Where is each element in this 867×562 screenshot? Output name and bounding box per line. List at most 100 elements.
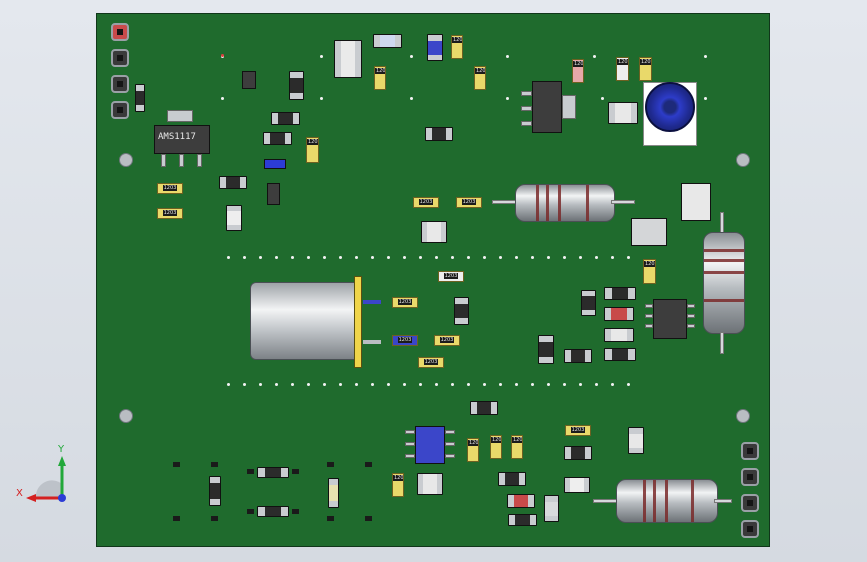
via <box>435 383 438 386</box>
resistor-r2[interactable]: 1203 <box>157 208 183 219</box>
capacitor-c3[interactable] <box>271 112 300 125</box>
resistor-r10[interactable]: 1203 <box>413 197 439 208</box>
via <box>339 256 342 259</box>
transistor-q4[interactable] <box>564 477 590 493</box>
via <box>627 383 630 386</box>
diode-d7[interactable] <box>328 478 339 508</box>
via <box>419 383 422 386</box>
resistor-r15[interactable]: 1203 <box>434 335 460 346</box>
ic-soic8-right[interactable] <box>653 299 687 339</box>
resistor-r7[interactable]: 1203 <box>572 59 584 83</box>
via <box>595 383 598 386</box>
led-red[interactable] <box>604 307 634 321</box>
capacitor-c7[interactable] <box>454 297 469 325</box>
capacitor-c12[interactable] <box>564 446 592 460</box>
mounting-hole-tl <box>119 153 133 167</box>
pcb-board[interactable]: AMS1117 1203 1203 1203 1203 1203 1203 12… <box>96 13 770 547</box>
ic-sop-top[interactable] <box>532 81 562 133</box>
diode-d5[interactable] <box>257 467 289 478</box>
transistor-q1[interactable] <box>242 71 256 89</box>
capacitor-top[interactable] <box>373 34 402 48</box>
capacitor-c5[interactable] <box>289 71 304 100</box>
capacitor-c13[interactable] <box>498 472 526 486</box>
via <box>259 256 262 259</box>
resistor-r3[interactable]: 1203 <box>451 35 463 59</box>
diode-d6[interactable] <box>257 506 289 517</box>
resistor-r1[interactable]: 1203 <box>157 183 183 194</box>
diode-d3[interactable] <box>508 514 537 526</box>
via <box>387 256 390 259</box>
capacitor-smd-large[interactable] <box>631 218 667 246</box>
capacitor-c11[interactable] <box>470 401 498 415</box>
diode-blue[interactable] <box>427 34 443 61</box>
resistor-r20[interactable]: 1203 <box>511 435 523 459</box>
via <box>611 383 614 386</box>
voltage-regulator[interactable]: AMS1117 <box>154 125 210 154</box>
capacitor-c14[interactable] <box>544 495 559 522</box>
capacitor-c6[interactable] <box>425 127 453 141</box>
ic-tab <box>562 95 576 119</box>
diode-d4[interactable] <box>209 476 221 506</box>
ic-pin <box>405 454 415 458</box>
via <box>579 383 582 386</box>
resistor-r9[interactable]: 1203 <box>639 57 652 81</box>
resistor-r12[interactable]: 1203 <box>438 271 464 282</box>
ic-pin <box>521 106 532 111</box>
x-axis-label: X <box>16 488 23 499</box>
resistor-r17[interactable]: 1203 <box>643 259 656 284</box>
resistor-r6[interactable]: 1203 <box>306 137 319 163</box>
resistor-r21[interactable]: 1203 <box>565 425 591 436</box>
transistor-q2[interactable] <box>267 183 280 205</box>
via <box>320 97 323 100</box>
capacitor-c10[interactable] <box>538 335 554 364</box>
toroid-inductor[interactable] <box>645 82 695 132</box>
capacitor-c1[interactable] <box>219 176 247 189</box>
axial-resistor-right[interactable] <box>703 232 745 334</box>
via <box>704 55 707 58</box>
transistor-q3[interactable] <box>264 159 286 169</box>
diode-vertical[interactable] <box>135 84 145 112</box>
button-pad <box>247 469 254 474</box>
capacitor-c8[interactable] <box>581 290 596 316</box>
via <box>221 97 224 100</box>
resistor-striped-2[interactable] <box>421 221 447 243</box>
resistor-r18[interactable]: 1203 <box>467 438 479 462</box>
y-axis-label: Y <box>57 444 65 455</box>
header-pin-r4 <box>741 520 759 538</box>
resistor-striped-3[interactable] <box>417 473 443 495</box>
resistor-r14[interactable]: 1203 <box>392 335 418 346</box>
resistor-striped[interactable] <box>608 102 638 124</box>
inductor-smd[interactable] <box>334 40 362 78</box>
capacitor-c2[interactable] <box>226 205 242 231</box>
button-pad <box>365 462 372 467</box>
capacitor-c9[interactable] <box>564 349 592 363</box>
crystal-oscillator[interactable] <box>250 282 360 360</box>
resistor-r16[interactable]: 1203 <box>418 357 444 368</box>
diode-d2[interactable] <box>604 348 636 361</box>
resistor-r5[interactable]: 1203 <box>474 66 486 90</box>
button-pad <box>211 462 218 467</box>
ic-pin <box>645 304 653 308</box>
via-row-lower <box>227 383 637 387</box>
via <box>499 256 502 259</box>
resistor-r8[interactable]: 1203 <box>616 57 629 81</box>
resistor-r11[interactable]: 1203 <box>456 197 482 208</box>
resistor-white[interactable] <box>604 328 634 342</box>
via <box>563 256 566 259</box>
resistor-r4[interactable]: 1203 <box>374 66 386 90</box>
header-pin-3 <box>111 75 129 93</box>
resistor-r22[interactable]: 1203 <box>392 473 404 497</box>
resistor-r13[interactable]: 1203 <box>392 297 418 308</box>
led-red-2[interactable] <box>507 494 535 508</box>
resistor-r19[interactable]: 1203 <box>490 435 502 459</box>
ic-blue-lower[interactable] <box>415 426 445 464</box>
capacitor-c4[interactable] <box>263 132 292 145</box>
axial-resistor-bottom[interactable] <box>616 479 718 523</box>
diode-smd-large[interactable] <box>681 183 711 221</box>
axial-lead <box>720 332 724 354</box>
capacitor-c15[interactable] <box>628 427 644 454</box>
diode-d1[interactable] <box>604 287 636 300</box>
z-axis-dot <box>58 494 66 502</box>
button-pad <box>292 509 299 514</box>
axial-resistor-top[interactable] <box>515 184 615 222</box>
